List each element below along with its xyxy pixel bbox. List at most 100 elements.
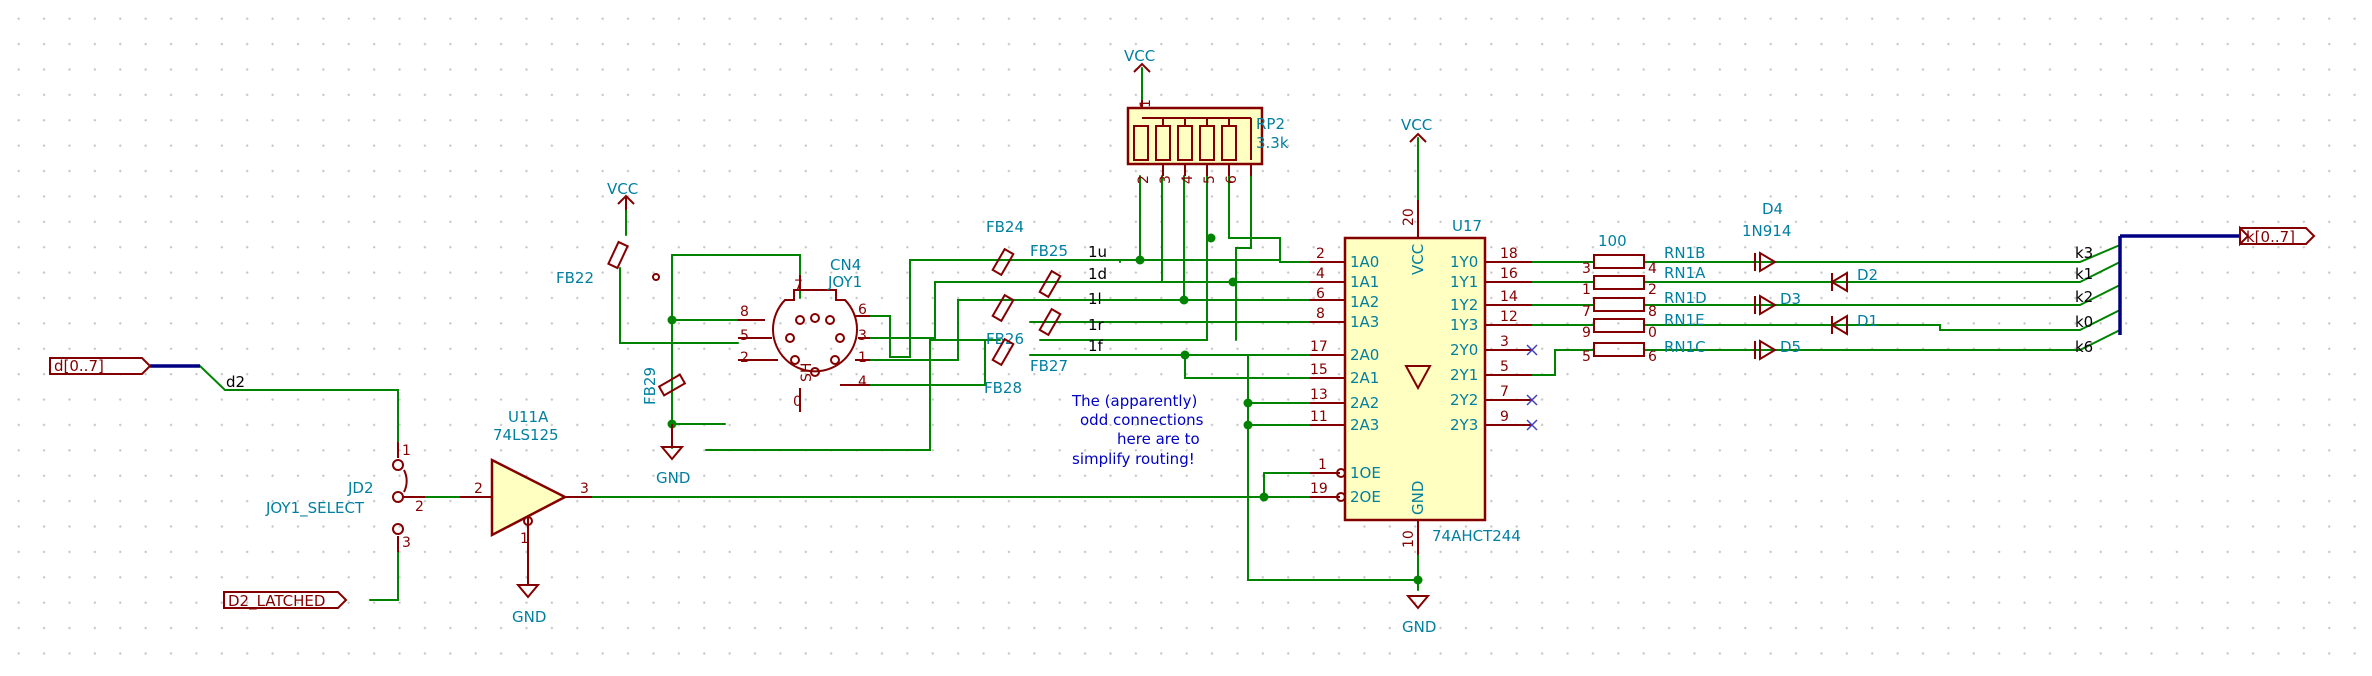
rn1-lpin-0: 3 bbox=[1582, 261, 1591, 277]
u17-name-2y1: 2Y1 bbox=[1450, 366, 1478, 384]
cn4-pin5: 5 bbox=[740, 328, 749, 344]
rp2-value: 3.3k bbox=[1256, 134, 1289, 152]
u17-name-1y1: 1Y1 bbox=[1450, 273, 1478, 291]
buffer-u11a[interactable]: 2 3 1 U11A 74LS125 bbox=[460, 408, 592, 555]
rn1-rpin-3: 0 bbox=[1648, 325, 1657, 341]
rp2-ref: RP2 bbox=[1256, 115, 1285, 133]
u17-pin-16: 16 bbox=[1500, 266, 1518, 282]
u17-pin-13: 13 bbox=[1310, 387, 1328, 403]
u17-name-1a1: 1A1 bbox=[1350, 273, 1379, 291]
u17-pin-18: 18 bbox=[1500, 246, 1518, 262]
u17-name-2y2: 2Y2 bbox=[1450, 391, 1478, 409]
rn1a-ref: RN1A bbox=[1664, 264, 1706, 282]
cn4-value: JOY1 bbox=[827, 273, 862, 291]
jd2-pin1: 1 bbox=[402, 443, 411, 459]
net-label-k0: k0 bbox=[2075, 313, 2093, 331]
ferrite-fb28: FB28 bbox=[984, 337, 1022, 397]
cn4-pin7: 7 bbox=[794, 278, 803, 294]
u17-name-2a3: 2A3 bbox=[1350, 416, 1379, 434]
u17-name-2y0: 2Y0 bbox=[1450, 341, 1478, 359]
u17-name-2a2: 2A2 bbox=[1350, 394, 1379, 412]
u17-pin-12: 12 bbox=[1500, 309, 1518, 325]
u17-name-gnd: GND bbox=[1409, 481, 1427, 515]
fb25-ref: FB25 bbox=[1030, 242, 1068, 260]
bus-k-label-text: k[0..7] bbox=[2246, 228, 2295, 246]
vcc-rp2: VCC bbox=[1124, 47, 1155, 65]
fb28-ref: FB28 bbox=[984, 379, 1022, 397]
u17-pin-8: 8 bbox=[1316, 306, 1325, 322]
net-label-1d: 1d bbox=[1088, 265, 1107, 283]
u17-name-vcc: VCC bbox=[1409, 244, 1427, 275]
cn4-ref: CN4 bbox=[830, 256, 861, 274]
rn1-lpin-4: 5 bbox=[1582, 349, 1591, 365]
gnd-cn4: GND bbox=[656, 469, 690, 487]
resistor-network-rn1[interactable]: 3 1 7 9 5 4 2 8 0 6 RN1B RN1A RN1D RN1E … bbox=[1582, 232, 1707, 365]
rp2-pin3: 3 bbox=[1158, 175, 1174, 184]
fb24-ref: FB24 bbox=[986, 218, 1024, 236]
ic-u17[interactable]: 1A0 1A1 1A2 1A3 2A0 2A1 2A2 2A3 1OE 2OE … bbox=[1310, 200, 1538, 555]
fb27-ref: FB27 bbox=[1030, 357, 1068, 375]
d3-ref: D3 bbox=[1780, 290, 1801, 308]
rn1-lpin-2: 7 bbox=[1582, 304, 1591, 320]
ferrite-beads: FB22 FB24 FB25 FB26 FB27 FB28 FB bbox=[556, 218, 1068, 405]
u17-pin-2: 2 bbox=[1316, 246, 1325, 262]
u17-pin-14: 14 bbox=[1500, 289, 1518, 305]
d2-ref: D2 bbox=[1857, 266, 1878, 284]
u17-pin-4: 4 bbox=[1316, 266, 1325, 282]
d2-latched-text: D2_LATCHED bbox=[228, 592, 325, 611]
vcc-u17: VCC bbox=[1401, 116, 1432, 134]
junctions bbox=[667, 233, 1423, 585]
u17-name-2a0: 2A0 bbox=[1350, 346, 1379, 364]
cn4-pin1: 1 bbox=[858, 350, 867, 366]
jd2-value: JOY1_SELECT bbox=[265, 499, 365, 518]
u17-name-1y3: 1Y3 bbox=[1450, 316, 1478, 334]
u17-name-1a3: 1A3 bbox=[1350, 313, 1379, 331]
connector-cn4[interactable]: 6 3 1 4 8 5 2 7 0 SH CN4 JOY1 bbox=[738, 256, 870, 412]
ferrite-fb24: FB24 bbox=[986, 218, 1024, 277]
gnd-u17: GND bbox=[1402, 618, 1436, 636]
u17-pin-6: 6 bbox=[1316, 286, 1325, 302]
routing-note: The (apparently) odd connections here ar… bbox=[1071, 392, 1204, 468]
cn4-pin6: 6 bbox=[858, 302, 867, 318]
no-connect-marks bbox=[1526, 344, 1538, 431]
u17-pin-1: 1 bbox=[1318, 457, 1327, 473]
bus-k-label: k[0..7] bbox=[2239, 225, 2316, 247]
resistor-pack-rp2[interactable]: 1 2 3 4 5 6 RP2 3.3k bbox=[1126, 99, 1289, 184]
u17-name-1oe: 1OE bbox=[1350, 464, 1381, 482]
u17-name-1a2: 1A2 bbox=[1350, 293, 1379, 311]
diode-d4: D4 1N914 bbox=[1742, 200, 1791, 273]
diodes[interactable]: D4 1N914 D2 D3 D1 D5 bbox=[1742, 200, 1878, 361]
u17-pin-15: 15 bbox=[1310, 362, 1328, 378]
u17-pin-11: 11 bbox=[1310, 409, 1328, 425]
note-line-4: simplify routing! bbox=[1072, 450, 1195, 468]
d4-value: 1N914 bbox=[1742, 222, 1791, 240]
net-label-1f: 1f bbox=[1088, 337, 1104, 355]
rn1d-ref: RN1D bbox=[1664, 289, 1707, 307]
net-label-1u: 1u bbox=[1088, 243, 1107, 261]
note-line-3: here are to bbox=[1117, 430, 1200, 448]
u17-name-1a0: 1A0 bbox=[1350, 253, 1379, 271]
cn4-pin4: 4 bbox=[858, 374, 867, 390]
u17-pin-3: 3 bbox=[1500, 334, 1509, 350]
u11a-pin-in: 2 bbox=[474, 481, 483, 497]
diode-d2: D2 bbox=[1830, 266, 1878, 293]
jumper-jd2[interactable]: 1 2 3 JD2 JOY1_SELECT bbox=[265, 442, 425, 552]
u17-name-1y2: 1Y2 bbox=[1450, 296, 1478, 314]
d4-ref: D4 bbox=[1762, 200, 1783, 218]
u17-name-1y0: 1Y0 bbox=[1450, 253, 1478, 271]
rp2-pin6: 6 bbox=[1224, 175, 1240, 184]
net-labels: d2 k3 k1 k2 k0 k6 1u 1d 1l 1r 1f bbox=[226, 243, 2093, 391]
cn4-shield: SH bbox=[799, 363, 815, 382]
ferrite-fb25: FB25 bbox=[1030, 242, 1068, 299]
u17-pin-7: 7 bbox=[1500, 384, 1509, 400]
u17-pin-20: 20 bbox=[1401, 208, 1417, 226]
jd2-pin3: 3 bbox=[402, 535, 411, 551]
rn1-rpin-2: 8 bbox=[1648, 304, 1657, 320]
buses bbox=[150, 234, 2240, 368]
u11a-pin-out: 3 bbox=[580, 481, 589, 497]
u17-name-2a1: 2A1 bbox=[1350, 369, 1379, 387]
power-symbols: GND GND VCC VCC VCC GND bbox=[512, 47, 1436, 636]
u17-ref: U17 bbox=[1452, 217, 1482, 235]
note-line-2: odd connections bbox=[1080, 411, 1204, 429]
u11a-pin-oe: 1 bbox=[520, 531, 529, 547]
